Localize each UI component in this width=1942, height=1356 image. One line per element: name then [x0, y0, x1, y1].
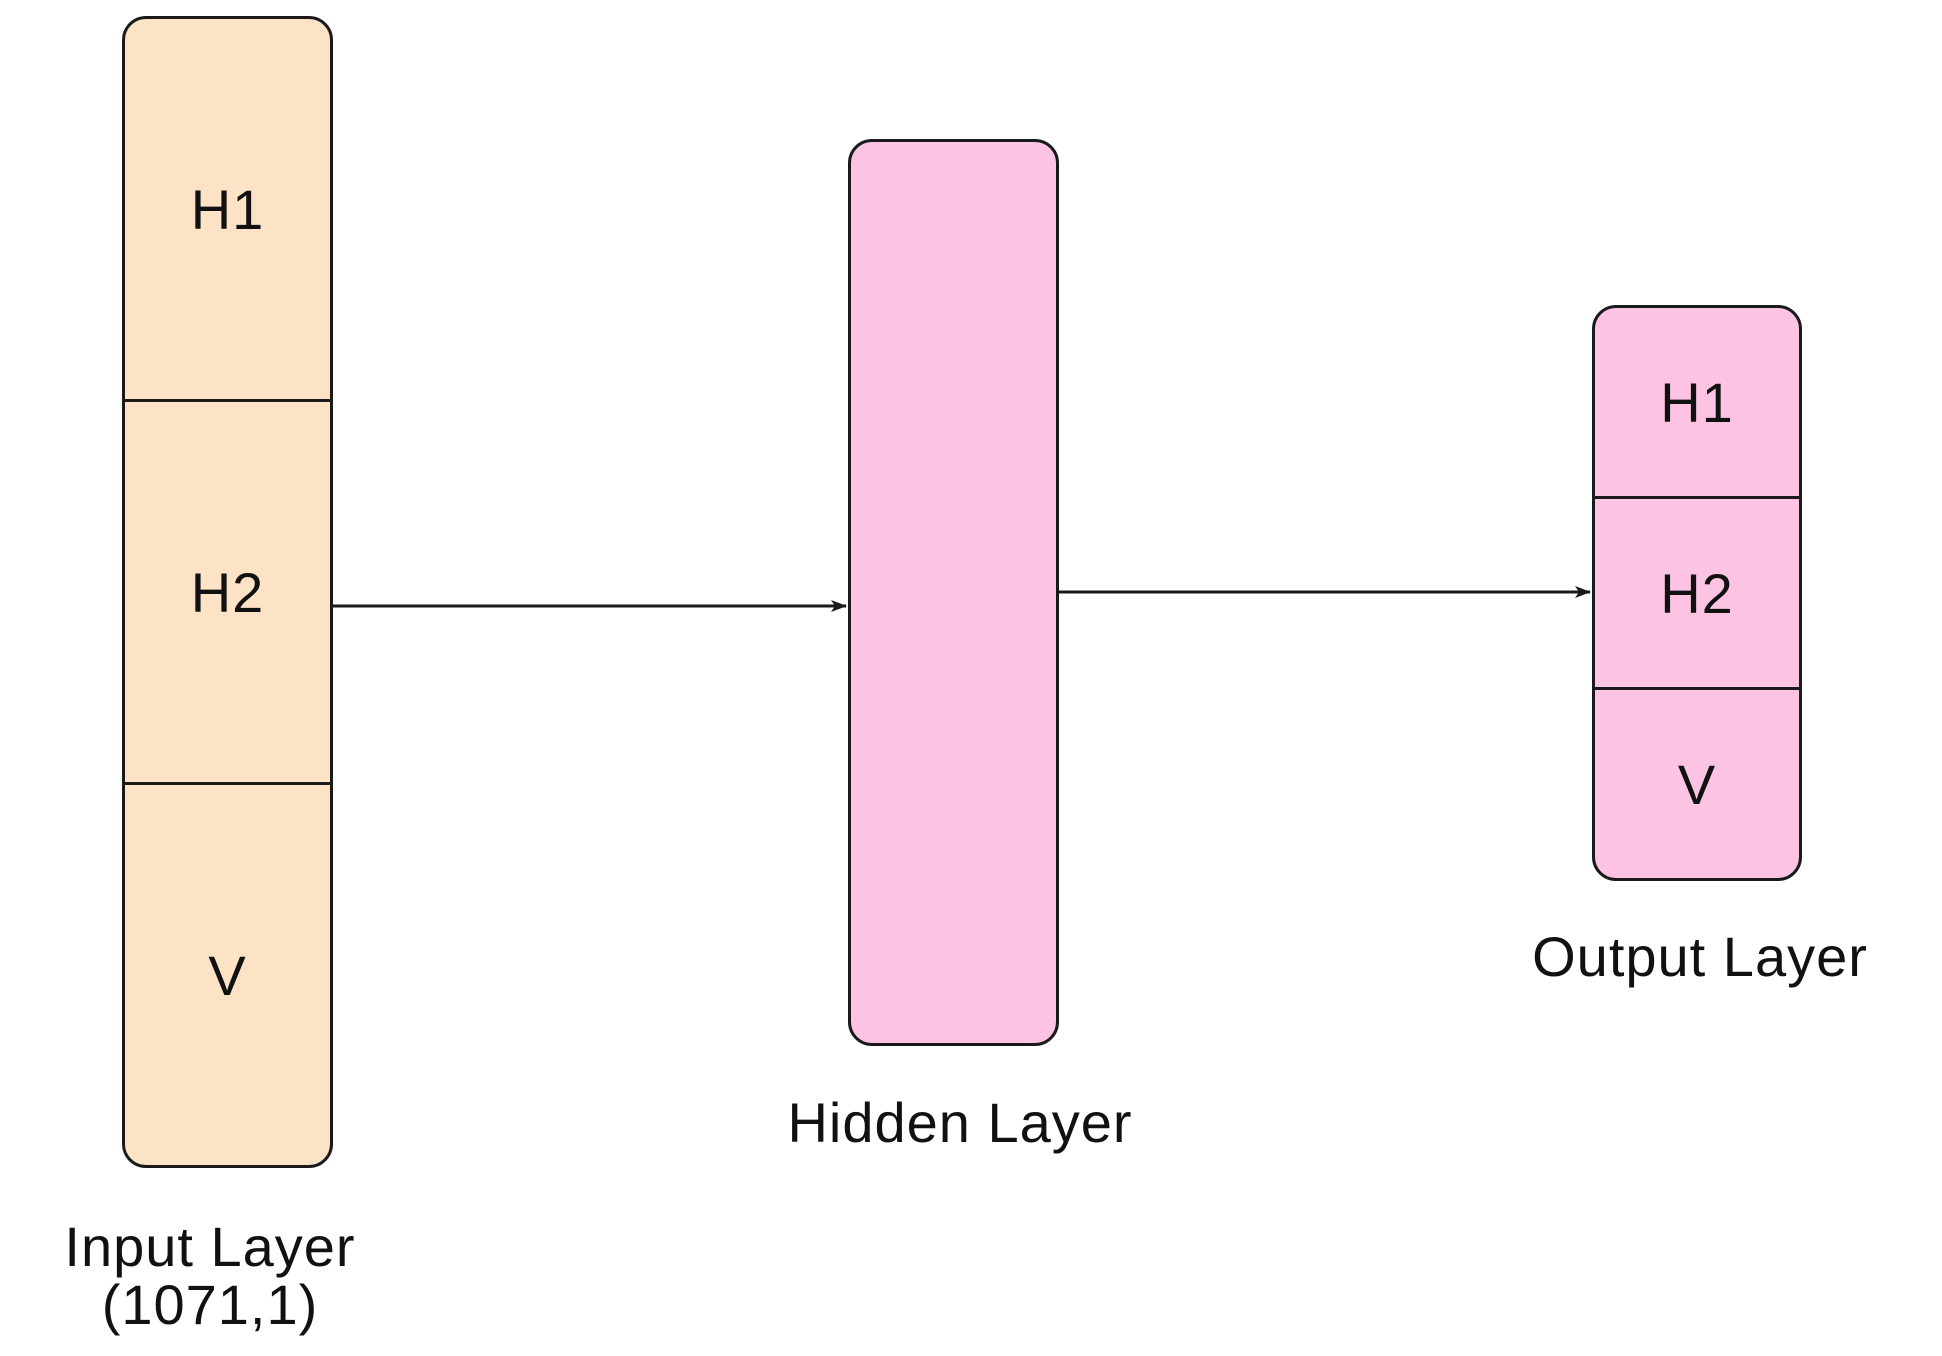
output-layer-caption: Output Layer	[1532, 925, 1868, 988]
output-layer-box: H1 H2 V	[1592, 305, 1802, 881]
input-cell-v: V	[125, 782, 330, 1165]
output-cell-v: V	[1595, 687, 1799, 878]
hidden-layer-caption: Hidden Layer	[787, 1091, 1133, 1154]
output-cell-h2: H2	[1595, 496, 1799, 687]
input-layer-shape: (1071,1)	[101, 1273, 319, 1336]
input-layer-title: Input Layer	[64, 1215, 356, 1278]
output-cell-h1: H1	[1660, 370, 1734, 434]
input-cell-h2: H2	[125, 399, 330, 782]
input-layer-caption: Input Layer (1071,1)	[0, 1218, 420, 1334]
input-cell-h1: H1	[190, 177, 265, 241]
hidden-layer-box	[848, 139, 1059, 1046]
input-layer-box: H1 H2 V	[122, 16, 333, 1168]
